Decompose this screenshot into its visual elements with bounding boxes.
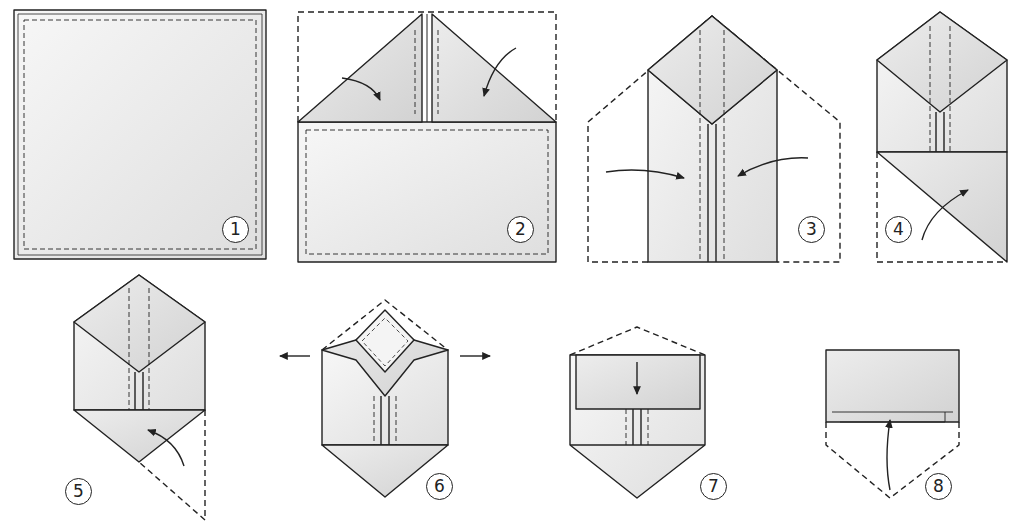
step-number-circle: 4 (885, 216, 912, 243)
step-number-circle: 6 (426, 473, 453, 500)
step-number-circle: 8 (925, 473, 952, 500)
step-number: 5 (73, 483, 84, 500)
step-number: 6 (434, 478, 445, 495)
step-number: 1 (230, 221, 241, 238)
step-number-circle: 2 (507, 216, 534, 243)
step-number-circle: 1 (222, 216, 249, 243)
step-number-circle: 5 (65, 478, 92, 505)
step-number: 4 (893, 221, 904, 238)
step-number-circle: 3 (798, 216, 825, 243)
step-number: 7 (708, 478, 719, 495)
step-number: 3 (806, 221, 817, 238)
step-number: 2 (515, 221, 526, 238)
step-number: 8 (933, 478, 944, 495)
step-number-circle: 7 (700, 473, 727, 500)
